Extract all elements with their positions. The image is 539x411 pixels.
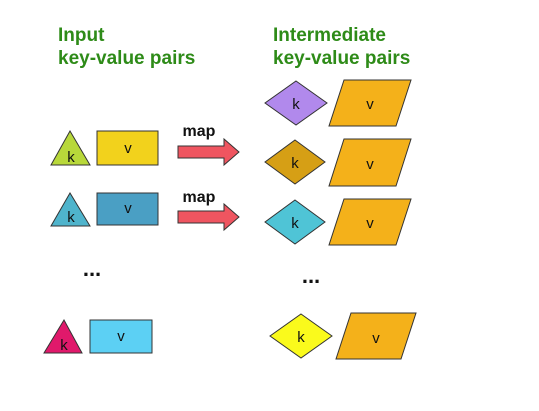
input-key-triangle bbox=[50, 192, 91, 227]
input-value-label: v bbox=[124, 200, 132, 217]
input-heading-line1: Input bbox=[58, 25, 105, 46]
input-value-rect bbox=[89, 319, 153, 354]
input-value-label: v bbox=[117, 328, 125, 345]
input-key-triangle bbox=[43, 318, 83, 354]
input-heading-line2: key-value pairs bbox=[58, 48, 196, 69]
intermediate-key-diamond bbox=[264, 80, 328, 126]
ellipsis-marker: ... bbox=[83, 256, 101, 281]
ellipsis-marker: ... bbox=[302, 263, 320, 288]
intermediate-key-diamond bbox=[264, 139, 326, 185]
intermediate-key-diamond bbox=[269, 313, 333, 359]
intermediate-key-label: k bbox=[291, 155, 299, 172]
input-key-label: k bbox=[60, 337, 68, 354]
intermediate-value-parallelogram bbox=[328, 198, 412, 246]
intermediate-key-label: k bbox=[292, 96, 300, 113]
intermediate-heading: Intermediate key-value pairs bbox=[273, 24, 410, 70]
input-key-label: k bbox=[67, 209, 75, 226]
intermediate-heading-line1: Intermediate bbox=[273, 25, 386, 46]
intermediate-value-parallelogram bbox=[328, 79, 412, 127]
input-heading: Input key-value pairs bbox=[58, 24, 195, 70]
intermediate-value-label: v bbox=[366, 215, 374, 232]
intermediate-key-diamond bbox=[264, 199, 326, 245]
map-arrow bbox=[177, 202, 240, 232]
intermediate-value-label: v bbox=[366, 156, 374, 173]
map-arrow-label: map bbox=[183, 189, 216, 206]
map-arrow bbox=[177, 137, 240, 167]
intermediate-key-label: k bbox=[297, 329, 305, 346]
input-value-label: v bbox=[124, 140, 132, 157]
input-key-label: k bbox=[67, 149, 75, 166]
input-value-rect bbox=[96, 192, 159, 226]
intermediate-value-label: v bbox=[366, 96, 374, 113]
map-arrow-label: map bbox=[183, 123, 216, 140]
intermediate-value-parallelogram bbox=[328, 138, 412, 187]
intermediate-heading-line2: key-value pairs bbox=[273, 48, 411, 69]
input-value-rect bbox=[96, 130, 159, 166]
intermediate-value-parallelogram bbox=[335, 312, 417, 360]
input-key-triangle bbox=[50, 129, 91, 166]
intermediate-key-label: k bbox=[291, 215, 299, 232]
intermediate-value-label: v bbox=[372, 330, 380, 347]
